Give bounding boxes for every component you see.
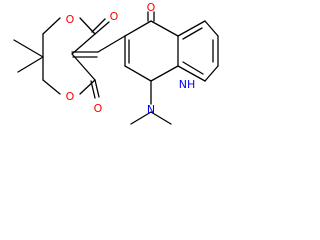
carbonyl-oxygen-top-label: O: [110, 10, 119, 23]
dione-carbonyls: [90, 18, 110, 99]
ring-oxygen-bottom-label: O: [66, 90, 75, 103]
methylidene-bridge: [71, 35, 126, 58]
ketone-oxygen-label: O: [147, 1, 156, 14]
amine-nh-label: NH: [179, 78, 196, 91]
molecule-diagram: O NH N O O O O: [0, 0, 220, 146]
benzo-ring: [177, 20, 219, 82]
dioxane-ring: [13, 17, 96, 95]
dimethylamino-group: [130, 80, 172, 125]
dimethylamino-n-label: N: [147, 103, 155, 116]
carbonyl-oxygen-bottom-label: O: [94, 102, 103, 115]
ring-oxygen-top-label: O: [66, 13, 75, 26]
molecule-structure: O NH N O O O O: [13, 1, 219, 125]
pyridinone-ring: [124, 11, 179, 82]
